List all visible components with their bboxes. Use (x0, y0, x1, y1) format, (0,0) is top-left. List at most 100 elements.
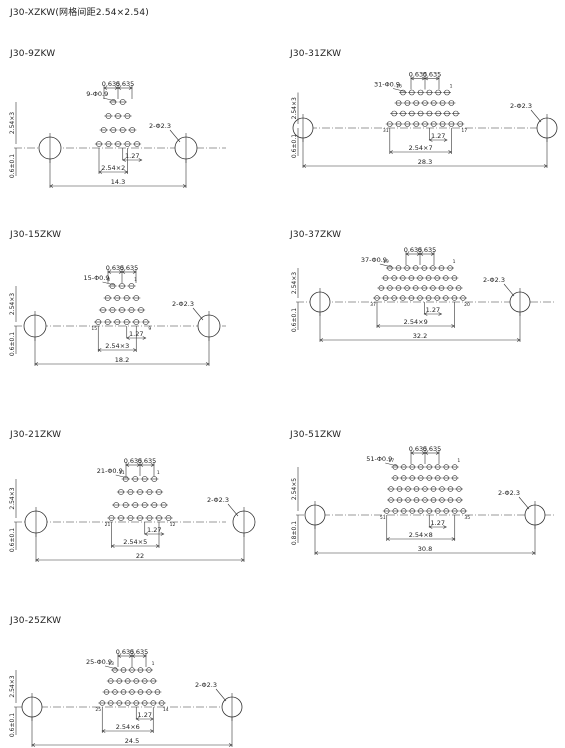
pin-hole-callout: 9-Φ0.9 (86, 90, 108, 98)
pin-number: 21 (105, 522, 111, 528)
pin-number: 37 (370, 302, 376, 308)
half-pitch-dim-label: 1.27 (431, 519, 445, 527)
dimension-arrow (531, 551, 536, 555)
pitch-dim-right-label: 0.635 (418, 246, 437, 254)
pitch-dim-left-label: 0.635 (409, 71, 428, 79)
dimension-arrow (144, 532, 148, 536)
half-pitch-dim-label: 1.27 (431, 132, 445, 140)
half-pitch-dim-label: 1.27 (147, 526, 161, 534)
pin-number: 25 (95, 707, 101, 713)
dimension-arrow (405, 252, 410, 256)
dimension-arrow (121, 270, 126, 274)
offset-label: 0.6±0.1 (9, 528, 16, 552)
dimension-arrow (97, 348, 102, 352)
dimension-arrow (150, 463, 155, 467)
pin-number: 1 (450, 84, 453, 90)
panel-15-label: J30-15ZKW (10, 230, 62, 240)
dimension-arrow (155, 544, 160, 548)
pitch-dim-right-label: 0.635 (138, 457, 157, 465)
row-height-label: 2.54×3 (291, 97, 298, 119)
pitch-dim-left-label: 0.635 (404, 246, 423, 254)
pin-number: 11 (119, 470, 125, 476)
page-title: J30-XZKW(网格间距2.54×2.54) (10, 8, 149, 18)
pitch-dim-right-label: 0.635 (130, 648, 149, 656)
dimension-arrow (448, 150, 453, 154)
mount-hole-leader (192, 307, 204, 321)
pin-number: 9 (148, 326, 151, 332)
span-dim-label: 2.54×6 (116, 723, 140, 731)
span-dim-label: 2.54×3 (105, 342, 129, 350)
span-dim-label: 2.54×5 (123, 538, 147, 546)
dimension-arrow (443, 138, 448, 142)
overall-dim-label: 18.2 (115, 356, 129, 364)
dimension-arrow (438, 312, 443, 316)
panel-25-label: J30-25ZKW (10, 616, 62, 626)
pin-hole-leader (115, 474, 128, 479)
pitch-dim-right-label: 0.635 (423, 71, 442, 79)
dimension-arrow (117, 654, 122, 658)
dimension-arrow (240, 558, 245, 562)
pitch-dim-right-label: 0.635 (120, 264, 139, 272)
dimension-arrow (228, 743, 233, 747)
dimension-arrow (110, 544, 115, 548)
mount-hole-leader (530, 109, 542, 123)
pitch-dim-right-label: 0.635 (116, 80, 135, 88)
dimension-arrow (132, 270, 137, 274)
offset-label: 0.6±0.1 (9, 713, 16, 737)
dimension-arrow (410, 76, 415, 81)
pin-hole-leader (102, 281, 115, 286)
mount-hole-leader (503, 283, 515, 297)
row-height-label: 2.54×3 (9, 487, 16, 509)
pin-number: 17 (388, 458, 394, 464)
overall-dim-label: 24.5 (125, 737, 139, 745)
dimension-arrow (142, 654, 147, 658)
pin-number: 16 (396, 84, 402, 90)
dimension-arrow (133, 348, 137, 352)
pin-number: 31 (383, 128, 389, 134)
dimension-arrow (516, 338, 521, 342)
mount-hole-callout: 2-Φ2.3 (207, 496, 229, 504)
dimension-arrow (543, 164, 548, 168)
pitch-dim-left-label: 0.635 (124, 457, 143, 465)
span-dim-label: 2.54×9 (404, 318, 428, 326)
dimension-arrow (205, 362, 210, 366)
pitch-dim-left-label: 0.635 (116, 648, 135, 656)
pin-number: 13 (108, 661, 114, 667)
dimension-arrow (49, 184, 54, 188)
pin-number: 1 (134, 277, 137, 283)
half-pitch-dim-label: 1.27 (138, 711, 152, 719)
offset-label: 0.8±0.1 (291, 521, 298, 545)
dimension-arrow (423, 312, 428, 316)
dimension-arrow (424, 76, 429, 81)
dimension-arrow (424, 451, 429, 455)
overall-dim-label: 14.3 (111, 178, 125, 186)
dimension-arrow (31, 743, 36, 747)
offset-label: 0.6±0.1 (291, 134, 298, 158)
dimension-arrow (451, 537, 456, 541)
half-pitch-dim-label: 1.27 (125, 152, 139, 160)
mount-hole-leader (227, 503, 239, 517)
panel-9-label: J30-9ZKW (10, 49, 56, 59)
panel-21-label: J30-21ZKW (10, 430, 62, 440)
pin-number: 51 (380, 515, 386, 521)
dimension-arrow (125, 463, 130, 467)
pin-number: 1 (457, 458, 460, 464)
row-height-label: 2.54×5 (291, 478, 298, 500)
panel-51-label: J30-51ZKW (290, 430, 342, 440)
dimension-arrow (101, 729, 106, 733)
span-dim-label: 2.54×8 (409, 531, 433, 539)
dimension-arrow (386, 537, 390, 541)
mount-hole-callout: 2-Φ2.3 (510, 102, 532, 110)
pin-hole-leader (392, 88, 406, 92)
pin-hole-callout: 31-Φ0.9 (374, 81, 400, 89)
dimension-arrow (35, 558, 40, 562)
pin-hole-callout: 21-Φ0.9 (97, 467, 123, 475)
dimension-arrow (139, 463, 144, 467)
overall-dim-label: 28.3 (418, 158, 432, 166)
pin-hole-callout: 15-Φ0.9 (83, 274, 109, 282)
mount-hole-callout: 2-Φ2.3 (483, 276, 505, 284)
